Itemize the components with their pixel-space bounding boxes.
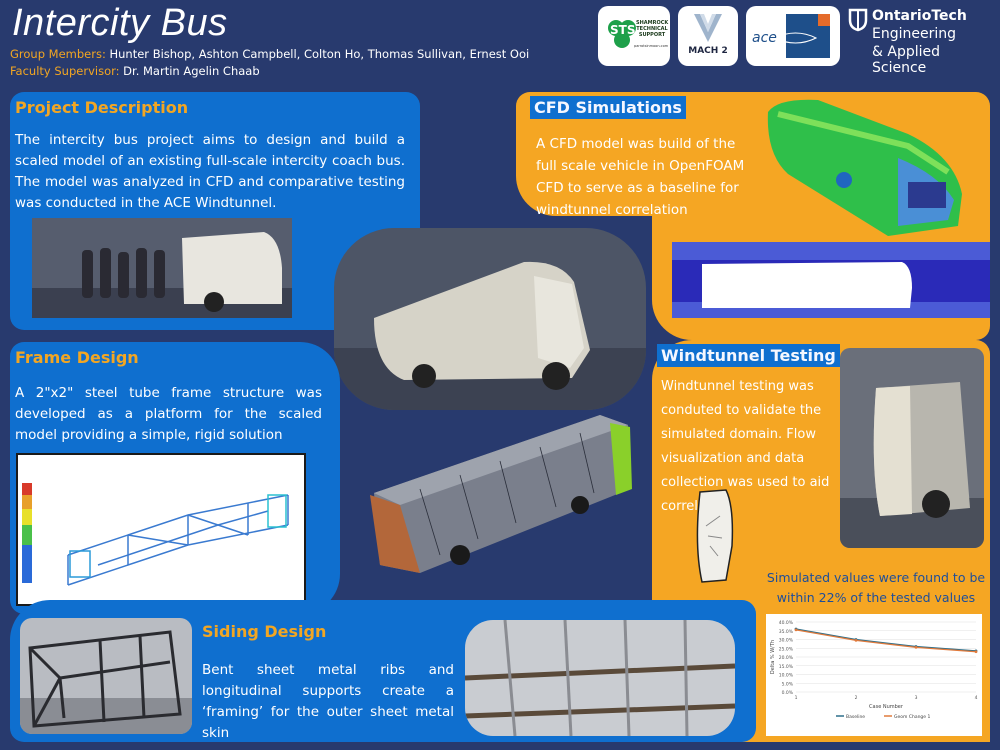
chart-point xyxy=(974,650,978,654)
cfd-mesh-image xyxy=(672,242,990,318)
bus-windtunnel-photo xyxy=(334,228,646,410)
shamrock-icon xyxy=(608,20,636,48)
windtunnel-text: Windtunnel testing was conduted to valid… xyxy=(661,379,830,514)
mach2-name: MACH 2 xyxy=(688,46,728,56)
ace-mark-icon xyxy=(772,14,830,58)
windtunnel-title: Windtunnel Testing xyxy=(657,344,840,367)
ace-logo: ace xyxy=(746,6,840,66)
chart-series-line xyxy=(795,629,977,653)
team-windtunnel-photo xyxy=(32,218,292,318)
ontario-tech-line3: & Applied Science xyxy=(872,44,940,76)
sts-url: parrotsinmoon.com xyxy=(634,44,669,48)
chart-y-tick-label: 15.0% xyxy=(779,664,794,670)
chart-y-tick-label: 5.0% xyxy=(782,681,794,687)
chart-legend-label: Geom Change 1 xyxy=(894,714,930,720)
ontario-tech-line1: OntarioTech xyxy=(872,8,967,24)
sts-logo: STS SHAMROCK TECHNICAL SUPPORT parrotsin… xyxy=(598,6,670,66)
chart-point xyxy=(854,638,858,642)
bus-cad-render xyxy=(370,415,632,573)
results-chart-svg: 0.0% 5.0% 10.0% 15.0% 20.0% 25.0% 30.0% 35.0% 40… xyxy=(770,620,978,720)
ontario-tech-shield-icon xyxy=(848,8,868,32)
chart-y-tick-label: 35.0% xyxy=(779,629,794,635)
frame-fea-screenshot xyxy=(16,453,306,606)
ontario-tech-line2: Engineering xyxy=(872,26,956,42)
chart-series-line xyxy=(795,628,977,652)
project-description-title: Project Description xyxy=(15,98,189,117)
flow-visualization-image xyxy=(696,489,734,583)
chart-x-tick-label: 2 xyxy=(855,695,858,701)
mach2-logo: MACH 2 xyxy=(678,6,738,66)
project-description-text: The intercity bus project aims to design… xyxy=(15,132,405,211)
siding-interior-photo xyxy=(465,620,735,736)
chart-legend-label: Baseline xyxy=(846,714,865,720)
cfd-bus-render xyxy=(767,99,962,236)
group-members-label: Group Members: xyxy=(10,47,106,61)
cfd-title: CFD Simulations xyxy=(530,96,686,119)
chart-point xyxy=(914,645,918,649)
windtunnel-result: Simulated values were found to be within… xyxy=(766,570,986,605)
chart-y-tick-label: 30.0% xyxy=(779,638,794,644)
ontario-tech-logo: OntarioTech Engineering & Applied Scienc… xyxy=(848,8,998,76)
frame-design-title: Frame Design xyxy=(15,348,139,367)
frame-fea-image xyxy=(22,483,289,586)
frame-design-text: A 2"x2" steel tube frame structure was d… xyxy=(15,385,322,443)
chart-x-tick-label: 3 xyxy=(915,695,918,701)
supervisor-line: Faculty Supervisor: Dr. Martin Agelin Ch… xyxy=(10,64,260,78)
chart-y-tick-label: 20.0% xyxy=(779,655,794,661)
supervisor-name: Dr. Martin Agelin Chaab xyxy=(123,64,260,78)
windtunnel-bus-photo xyxy=(840,348,984,548)
results-chart: 0.0% 5.0% 10.0% 15.0% 20.0% 25.0% 30.0% 35.0% 40… xyxy=(766,614,982,736)
cfd-domain-slice xyxy=(672,242,990,318)
sts-abbr: STS xyxy=(610,23,636,37)
chart-y-tick-label: 40.0% xyxy=(779,620,794,626)
chart-point xyxy=(794,628,798,632)
supervisor-label: Faculty Supervisor: xyxy=(10,64,120,78)
chart-y-tick-label: 10.0% xyxy=(779,673,794,679)
poster-title: Intercity Bus xyxy=(12,2,228,44)
steel-frame-photo xyxy=(20,618,192,734)
siding-design-title: Siding Design xyxy=(202,622,327,641)
siding-design-text: Bent sheet metal ribs and longitudinal s… xyxy=(202,662,454,741)
ace-name: ace xyxy=(752,30,777,46)
chart-y-axis-label: Delta % W/Th xyxy=(770,640,776,674)
group-members-line: Group Members: Hunter Bishop, Ashton Cam… xyxy=(10,47,529,61)
cfd-text: A CFD model was build of the full scale … xyxy=(536,136,745,218)
group-members: Hunter Bishop, Ashton Campbell, Colton H… xyxy=(109,47,530,61)
chart-y-tick-label: 25.0% xyxy=(779,646,794,652)
mach2-chevron-icon xyxy=(694,14,722,42)
chart-x-tick-label: 1 xyxy=(795,695,798,701)
sts-name: SHAMROCK TECHNICAL SUPPORT xyxy=(636,20,669,38)
chart-y-tick-label: 0.0% xyxy=(782,690,794,696)
chart-x-tick-label: 4 xyxy=(975,695,978,701)
chart-x-axis-label: Case Number xyxy=(869,704,904,710)
